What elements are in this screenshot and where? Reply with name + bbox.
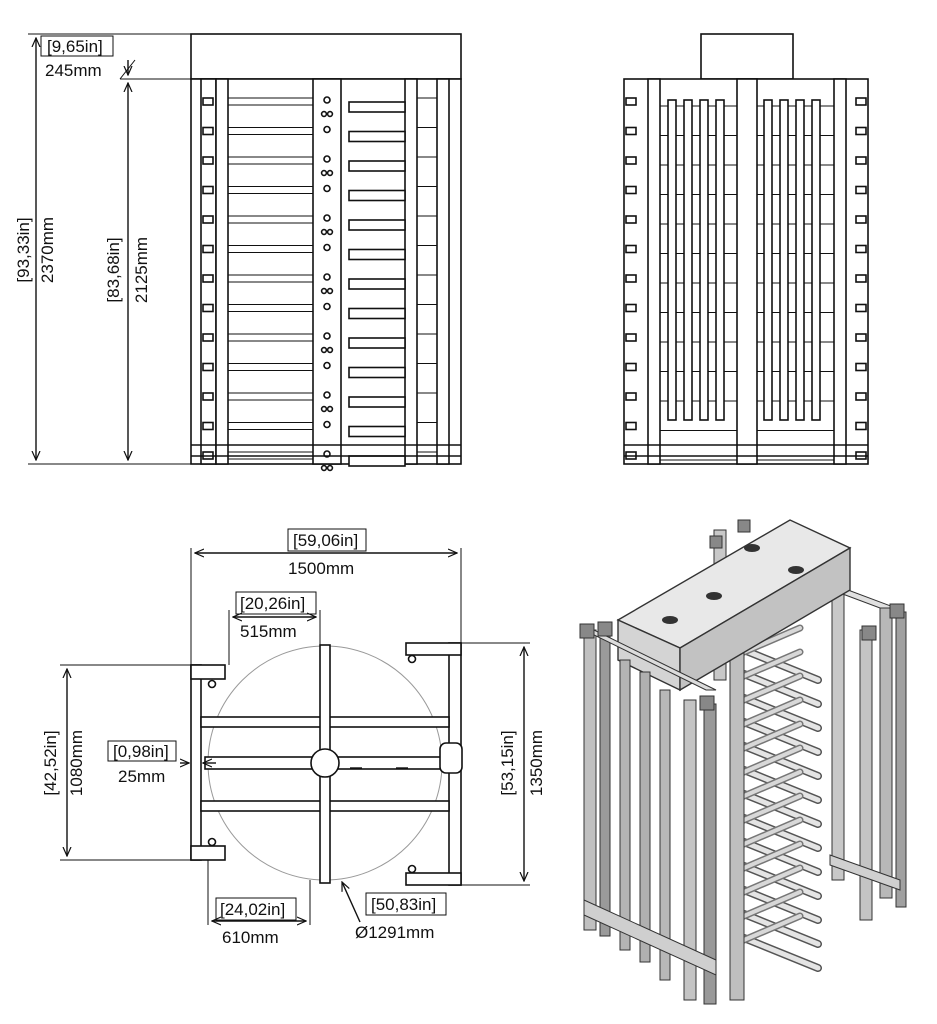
left-depth-mm-label: 1080mm [67, 730, 86, 796]
top-view [190, 642, 463, 886]
total-height-in-label: [93,33in] [14, 217, 33, 282]
frame-height-in-label: [83,68in] [104, 237, 123, 302]
diameter-in-label: [50,83in] [371, 895, 436, 914]
right-depth-in-label: [53,15in] [498, 730, 517, 795]
radius-in-label: [24,02in] [220, 900, 285, 919]
gap-in-label: [0,98in] [113, 742, 169, 761]
arm-offset-in-label: [20,26in] [240, 594, 305, 613]
gap-mm-label: 25mm [118, 767, 165, 786]
diameter-mm-label: Ø1291mm [355, 923, 434, 942]
overall-width-in-label: [59,06in] [293, 531, 358, 550]
top-box-in-label: [9,65in] [47, 37, 103, 56]
front-view [190, 33, 462, 472]
arm-offset-mm-label: 515mm [240, 622, 297, 641]
total-height-mm-label: 2370mm [38, 217, 57, 283]
left-depth-in-label: [42,52in] [41, 730, 60, 795]
top-view-dimensions: [59,06in] 1500mm [20,26in] 515mm [42,52i… [41, 528, 546, 947]
isometric-view [579, 519, 907, 1005]
side-view [623, 33, 869, 465]
top-box-mm-label: 245mm [45, 61, 102, 80]
overall-width-mm-label: 1500mm [288, 559, 354, 578]
front-dimensions: [9,65in] 245mm [93,33in] 2370mm [83,68in… [14, 33, 191, 465]
right-depth-mm-label: 1350mm [527, 730, 546, 796]
radius-mm-label: 610mm [222, 928, 279, 947]
frame-height-mm-label: 2125mm [132, 237, 151, 303]
